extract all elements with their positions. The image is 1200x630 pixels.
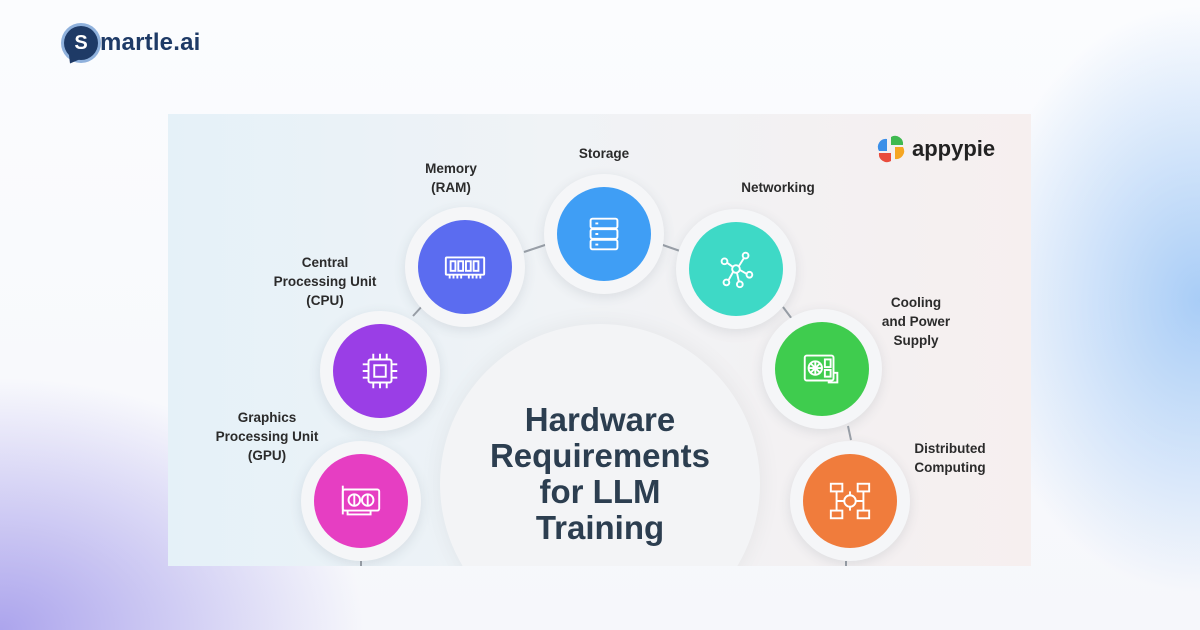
node-ram-core: [418, 220, 512, 314]
appypie-text: appypie: [912, 136, 996, 161]
power-supply-icon: [803, 354, 839, 384]
node-cooling-core: [775, 322, 869, 416]
node-networking-core: [689, 222, 783, 316]
label-storage: Storage: [578, 146, 630, 161]
appypie-logo-icon: [877, 135, 905, 163]
label-gpu: Graphics Processing Unit (GPU): [215, 410, 319, 463]
node-networking: [676, 209, 796, 329]
hardware-infographic: Hardware Requirements for LLM Training a…: [168, 114, 1031, 566]
distributed-computers-icon: [829, 482, 871, 520]
graphics-card-icon: [341, 485, 381, 516]
label-ram: Memory (RAM): [425, 161, 477, 195]
server-storage-icon: [589, 217, 619, 251]
node-ram: [405, 207, 525, 327]
cpu-chip-icon: [362, 353, 398, 389]
infographic-title: Hardware Requirements for LLM Training: [489, 401, 711, 546]
label-cpu: Central Processing Unit (CPU): [273, 255, 377, 308]
node-distributed-core: [803, 454, 897, 548]
node-storage-core: [557, 187, 651, 281]
brand-name: martle.ai: [100, 29, 201, 56]
node-gpu: [301, 441, 421, 561]
node-cooling: [762, 309, 882, 429]
appypie-logo: appypie: [876, 134, 995, 164]
node-gpu-core: [314, 454, 408, 548]
center-disc: [440, 324, 760, 566]
ram-module-icon: [444, 256, 486, 279]
smartle-logo-icon: S: [64, 26, 98, 67]
node-distributed: [790, 441, 910, 561]
node-cpu: [320, 311, 440, 431]
node-storage: [544, 174, 664, 294]
label-cooling: Cooling and Power Supply: [881, 295, 951, 348]
label-networking: Networking: [741, 180, 815, 195]
node-cpu-core: [333, 324, 427, 418]
label-distributed: Distributed Computing: [914, 441, 986, 475]
smartle-logo[interactable]: S martle.ai: [64, 26, 201, 67]
network-nodes-icon: [720, 251, 754, 289]
